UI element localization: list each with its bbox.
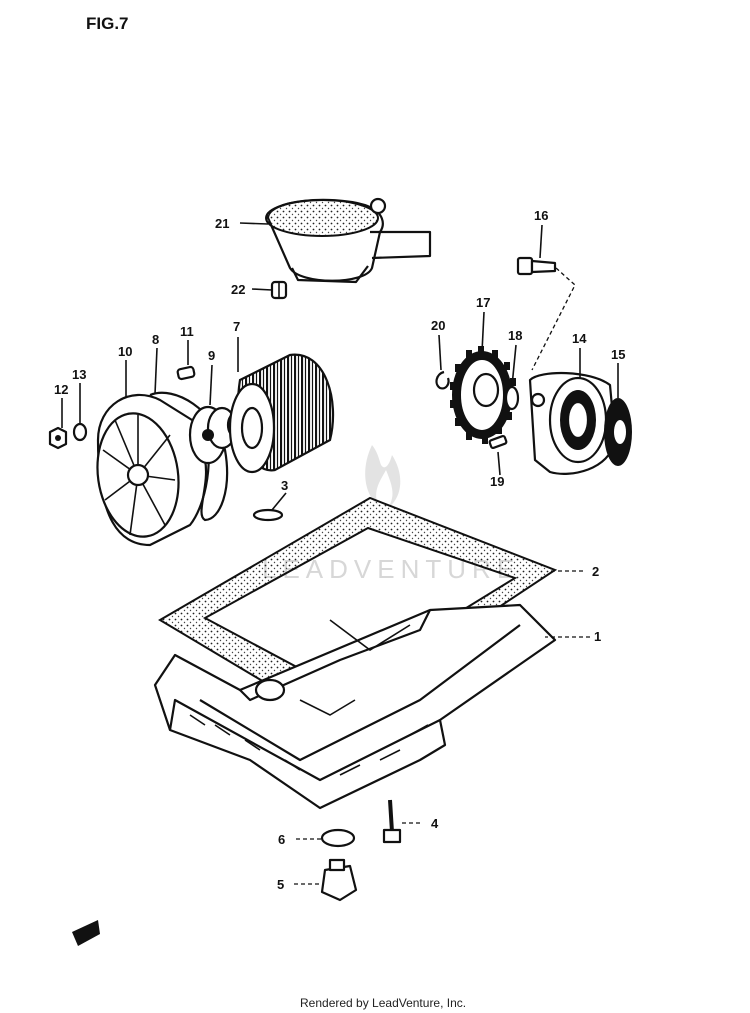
pump-cover-plate: [604, 398, 632, 466]
cover-washer: [72, 422, 88, 442]
front-arrow-icon: [72, 920, 100, 946]
callout-2: 2: [592, 564, 599, 579]
small-o-ring: [252, 508, 284, 522]
gear-circlip: [435, 370, 450, 390]
oil-filter-cover: [96, 394, 210, 547]
oil-strainer: [265, 197, 432, 284]
callout-9: 9: [208, 348, 215, 363]
callout-7: 7: [233, 319, 240, 334]
callout-5: 5: [277, 877, 284, 892]
dowel-pin: [176, 365, 196, 381]
callout-13: 13: [72, 367, 86, 382]
callout-6: 6: [278, 832, 285, 847]
filter-cover-o-ring: [149, 391, 229, 522]
drain-plug: [320, 858, 358, 902]
callout-18: 18: [508, 328, 522, 343]
drain-plug-washer: [320, 828, 356, 848]
callout-15: 15: [611, 347, 625, 362]
callout-11: 11: [180, 324, 194, 339]
leader-lines: [61, 222, 619, 885]
callout-4: 4: [431, 816, 439, 831]
callout-14: 14: [572, 331, 587, 346]
oil-filter-element: [228, 353, 335, 474]
footer-credit: Rendered by LeadVenture, Inc.: [300, 996, 466, 1010]
callout-3: 3: [281, 478, 288, 493]
cover-nut: [48, 426, 68, 450]
callout-10: 10: [118, 344, 132, 359]
callout-1: 1: [594, 629, 601, 644]
callout-21: 21: [215, 216, 229, 231]
callout-20: 20: [431, 318, 445, 333]
oil-pan-bolt: [382, 799, 402, 844]
pump-drive-gear: [450, 346, 516, 444]
pump-bolt: [516, 256, 557, 276]
gear-washer: [504, 385, 520, 411]
oil-pan: [153, 603, 557, 810]
callout-labels: 2 1 3 4 5 6 7 8 9 10 11 12 13 14 15 16 1…: [54, 208, 625, 892]
oil-pump: [528, 372, 617, 475]
callout-17: 17: [476, 295, 490, 310]
callout-16: 16: [534, 208, 548, 223]
figure-title: FIG.7: [86, 14, 129, 33]
callout-12: 12: [54, 382, 68, 397]
callout-22: 22: [231, 282, 245, 297]
callout-8: 8: [152, 332, 159, 347]
callout-19: 19: [490, 474, 504, 489]
strainer-bolt: [270, 280, 288, 300]
gear-pin: [488, 434, 508, 450]
